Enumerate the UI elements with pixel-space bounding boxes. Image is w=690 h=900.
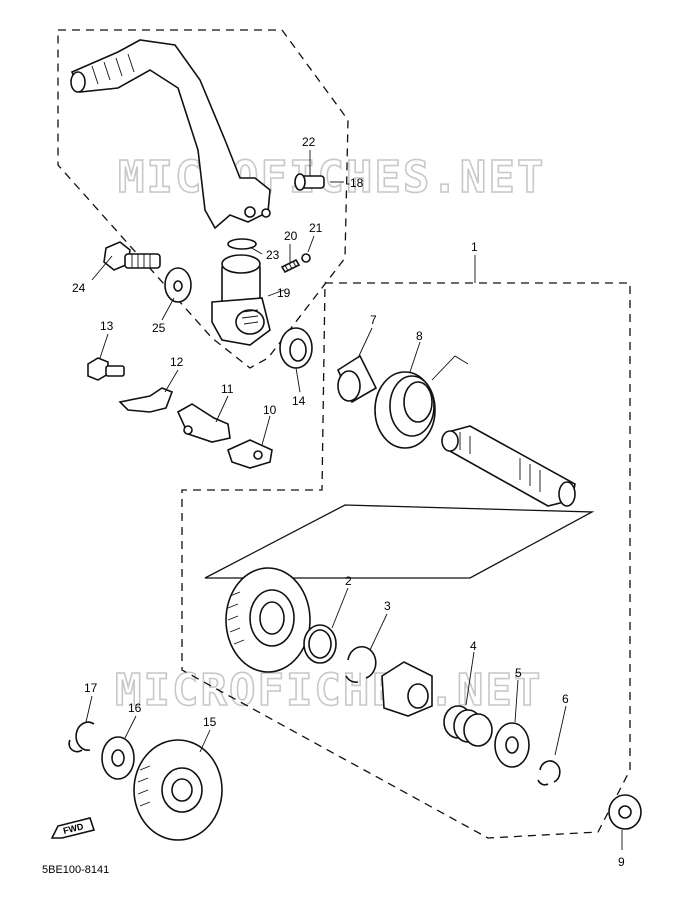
washer-2 — [303, 624, 337, 664]
callout-16: 16 — [128, 701, 142, 715]
callout-3: 3 — [384, 599, 391, 613]
washer-9 — [608, 794, 642, 830]
collar-7 — [336, 354, 378, 404]
washer-25 — [164, 267, 192, 303]
plate-12 — [118, 387, 174, 413]
callout-24: 24 — [72, 281, 86, 295]
plate-10 — [227, 439, 273, 469]
fwd-arrow-icon: FWD — [50, 817, 96, 839]
kick-gear — [225, 567, 311, 673]
callout-6: 6 — [562, 692, 569, 706]
ratchet-4 — [381, 661, 433, 717]
callout-5: 5 — [515, 666, 522, 680]
bolt-22 — [294, 173, 325, 191]
kick-boss — [211, 254, 271, 346]
fwd-label: FWD — [62, 821, 85, 836]
bolt-24 — [103, 241, 161, 271]
callout-22: 22 — [302, 135, 316, 149]
kick-crank-lever — [70, 39, 271, 230]
callout-8: 8 — [416, 329, 423, 343]
spring-20 — [280, 258, 301, 274]
circlip-17 — [68, 721, 95, 753]
callout-19: 19 — [277, 286, 291, 300]
washer-23 — [227, 238, 257, 250]
ball-21 — [301, 253, 311, 263]
leader-lines — [85, 150, 623, 850]
kick-axle — [441, 425, 576, 507]
circlip-3 — [345, 645, 377, 683]
callout-20: 20 — [284, 229, 298, 243]
circlip-6 — [537, 760, 561, 786]
plate-11 — [176, 403, 231, 443]
callout-2: 2 — [345, 574, 352, 588]
watermark-top: MICROFICHES.NET — [118, 152, 545, 203]
callout-21: 21 — [309, 221, 323, 235]
torsion-spring-8 — [374, 355, 469, 449]
oil-seal-14 — [279, 327, 313, 369]
callout-18: -18 — [346, 176, 364, 190]
bolt-13 — [87, 357, 125, 381]
callout-15: 15 — [203, 715, 217, 729]
idle-gear-15 — [133, 739, 223, 841]
callout-4: 4 — [470, 639, 477, 653]
callout-7: 7 — [370, 313, 377, 327]
callout-23: 23 — [266, 248, 280, 262]
callout-12: 12 — [170, 355, 184, 369]
callout-11: 11 — [221, 382, 234, 396]
washer-5 — [494, 722, 530, 768]
callout-9: 9 — [618, 855, 625, 869]
callout-17: 17 — [84, 681, 98, 695]
callout-25: 25 — [152, 321, 166, 335]
callout-13: 13 — [100, 319, 114, 333]
drawing-code: 5BE100-8141 — [42, 864, 109, 876]
callout-10: 10 — [263, 403, 277, 417]
guide-plate — [204, 504, 595, 579]
callout-14: 14 — [292, 394, 306, 408]
kick-axle-assembly-outline — [181, 282, 631, 839]
callout-1: 1 — [471, 240, 478, 254]
watermark-bottom: MICROFICHES.NET — [115, 665, 542, 716]
ratchet-spring — [443, 705, 493, 747]
washer-16 — [101, 736, 135, 780]
